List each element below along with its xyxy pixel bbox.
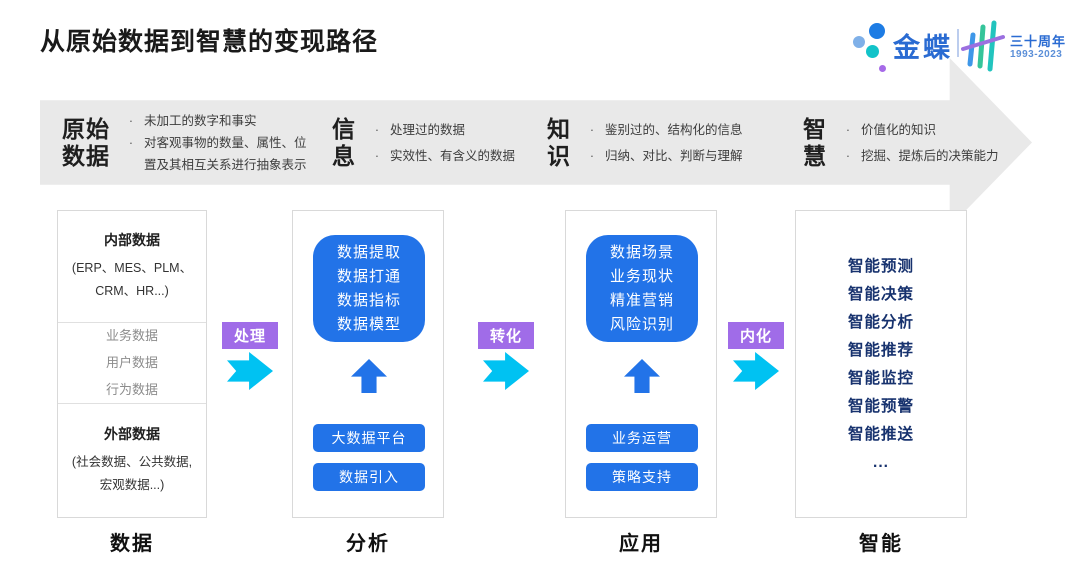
intelligence-item: 智能预测 <box>847 258 914 275</box>
anniversary-label: 三十周年 <box>1010 34 1067 49</box>
internal-data-heading: 内部数据 <box>104 231 160 248</box>
logo-dot-lightblue <box>853 36 865 48</box>
intelligence-item: 智能预警 <box>847 398 914 415</box>
stage-bullets: ·价值化的知识 ·挖掘、提炼后的决策能力 <box>845 122 999 163</box>
up-arrow-icon <box>351 359 387 393</box>
intelligence-item-ellipsis: ... <box>873 454 889 471</box>
application-scenarios-box: 数据场景 业务现状 精准营销 风险识别 <box>586 235 698 342</box>
stage-information: 信息 ·处理过的数据 ·实效性、有含义的数据 <box>332 100 534 185</box>
data-item: 业务数据 <box>105 328 158 343</box>
stage-bullets: ·未加工的数字和事实 ·对客观事物的数量、属性、位置及其相互关系进行抽象表示 <box>128 113 307 172</box>
external-data-section: 外部数据 (社会数据、公共数据, 宏观数据...) <box>58 402 206 518</box>
analysis-capabilities-box: 数据提取 数据打通 数据指标 数据模型 <box>313 235 425 342</box>
internal-data-detail: (ERP、MES、PLM、 CRM、HR...) <box>71 260 193 298</box>
logo-divider <box>957 29 959 57</box>
intelligence-item: 智能决策 <box>847 286 914 303</box>
column-label-analysis: 分析 <box>346 533 390 555</box>
anniversary-years: 1993-2023 <box>1010 49 1063 60</box>
stage-wisdom: 智慧 ·价值化的知识 ·挖掘、提炼后的决策能力 <box>803 100 1010 185</box>
column-label-intelligence: 智能 <box>859 533 903 555</box>
data-import-tag: 数据引入 <box>313 463 425 491</box>
intelligence-item: 智能推荐 <box>847 342 914 359</box>
stages-arrow-banner: 原始数据 ·未加工的数字和事实 ·对客观事物的数量、属性、位置及其相互关系进行抽… <box>40 58 1032 227</box>
strategy-support-tag: 策略支持 <box>586 463 698 491</box>
big-data-platform-tag: 大数据平台 <box>313 424 425 452</box>
data-sources-panel: 内部数据 (ERP、MES、PLM、 CRM、HR...) 业务数据 用户数据 … <box>57 210 207 518</box>
intelligence-item: 智能分析 <box>847 314 914 331</box>
application-panel: 数据场景 业务现状 精准营销 风险识别 业务运营 策略支持 <box>565 210 717 518</box>
business-operation-tag: 业务运营 <box>586 424 698 452</box>
stage-title: 智慧 <box>803 115 827 169</box>
stage-title: 信息 <box>332 115 356 169</box>
intelligence-item: 智能推送 <box>847 426 914 443</box>
stage-knowledge: 知识 ·鉴别过的、结构化的信息 ·归纳、对比、判断与理解 <box>547 100 774 185</box>
data-item: 用户数据 <box>105 355 158 370</box>
stage-bullets: ·处理过的数据 ·实效性、有含义的数据 <box>374 122 516 163</box>
up-arrow-icon <box>624 359 660 393</box>
right-arrow-icon <box>733 352 779 390</box>
connector-label-internalize: 内化 <box>728 322 784 349</box>
stage-title: 原始数据 <box>62 115 110 169</box>
analysis-panel: 数据提取 数据打通 数据指标 数据模型 大数据平台 数据引入 <box>292 210 444 518</box>
external-data-heading: 外部数据 <box>104 425 160 442</box>
thirty-anniversary-icon <box>961 20 1005 72</box>
stage-bullets: ·鉴别过的、结构化的信息 ·归纳、对比、判断与理解 <box>589 122 743 163</box>
right-arrow-icon <box>483 352 529 390</box>
logo-dot-purple <box>879 65 886 72</box>
column-label-application: 应用 <box>619 533 663 555</box>
page-title: 从原始数据到智慧的变现路径 <box>40 28 379 56</box>
logo-dot-blue <box>869 23 885 39</box>
stage-raw-data: 原始数据 ·未加工的数字和事实 ·对客观事物的数量、属性、位置及其相互关系进行抽… <box>62 100 308 185</box>
logo-dot-teal <box>866 45 879 58</box>
brand-name: 金蝶 <box>893 33 953 63</box>
middle-data-section: 业务数据 用户数据 行为数据 <box>58 321 206 403</box>
stage-title: 知识 <box>547 115 571 169</box>
intelligence-panel: 智能预测 智能决策 智能分析 智能推荐 智能监控 智能预警 智能推送 ... <box>795 210 967 518</box>
intelligence-item: 智能监控 <box>847 370 914 387</box>
right-arrow-icon <box>227 352 273 390</box>
data-item: 行为数据 <box>105 382 158 397</box>
connector-label-transform: 转化 <box>478 322 534 349</box>
connector-label-process: 处理 <box>222 322 278 349</box>
external-data-detail: (社会数据、公共数据, 宏观数据...) <box>71 454 193 492</box>
column-label-data: 数据 <box>110 533 154 555</box>
internal-data-section: 内部数据 (ERP、MES、PLM、 CRM、HR...) <box>58 211 206 322</box>
